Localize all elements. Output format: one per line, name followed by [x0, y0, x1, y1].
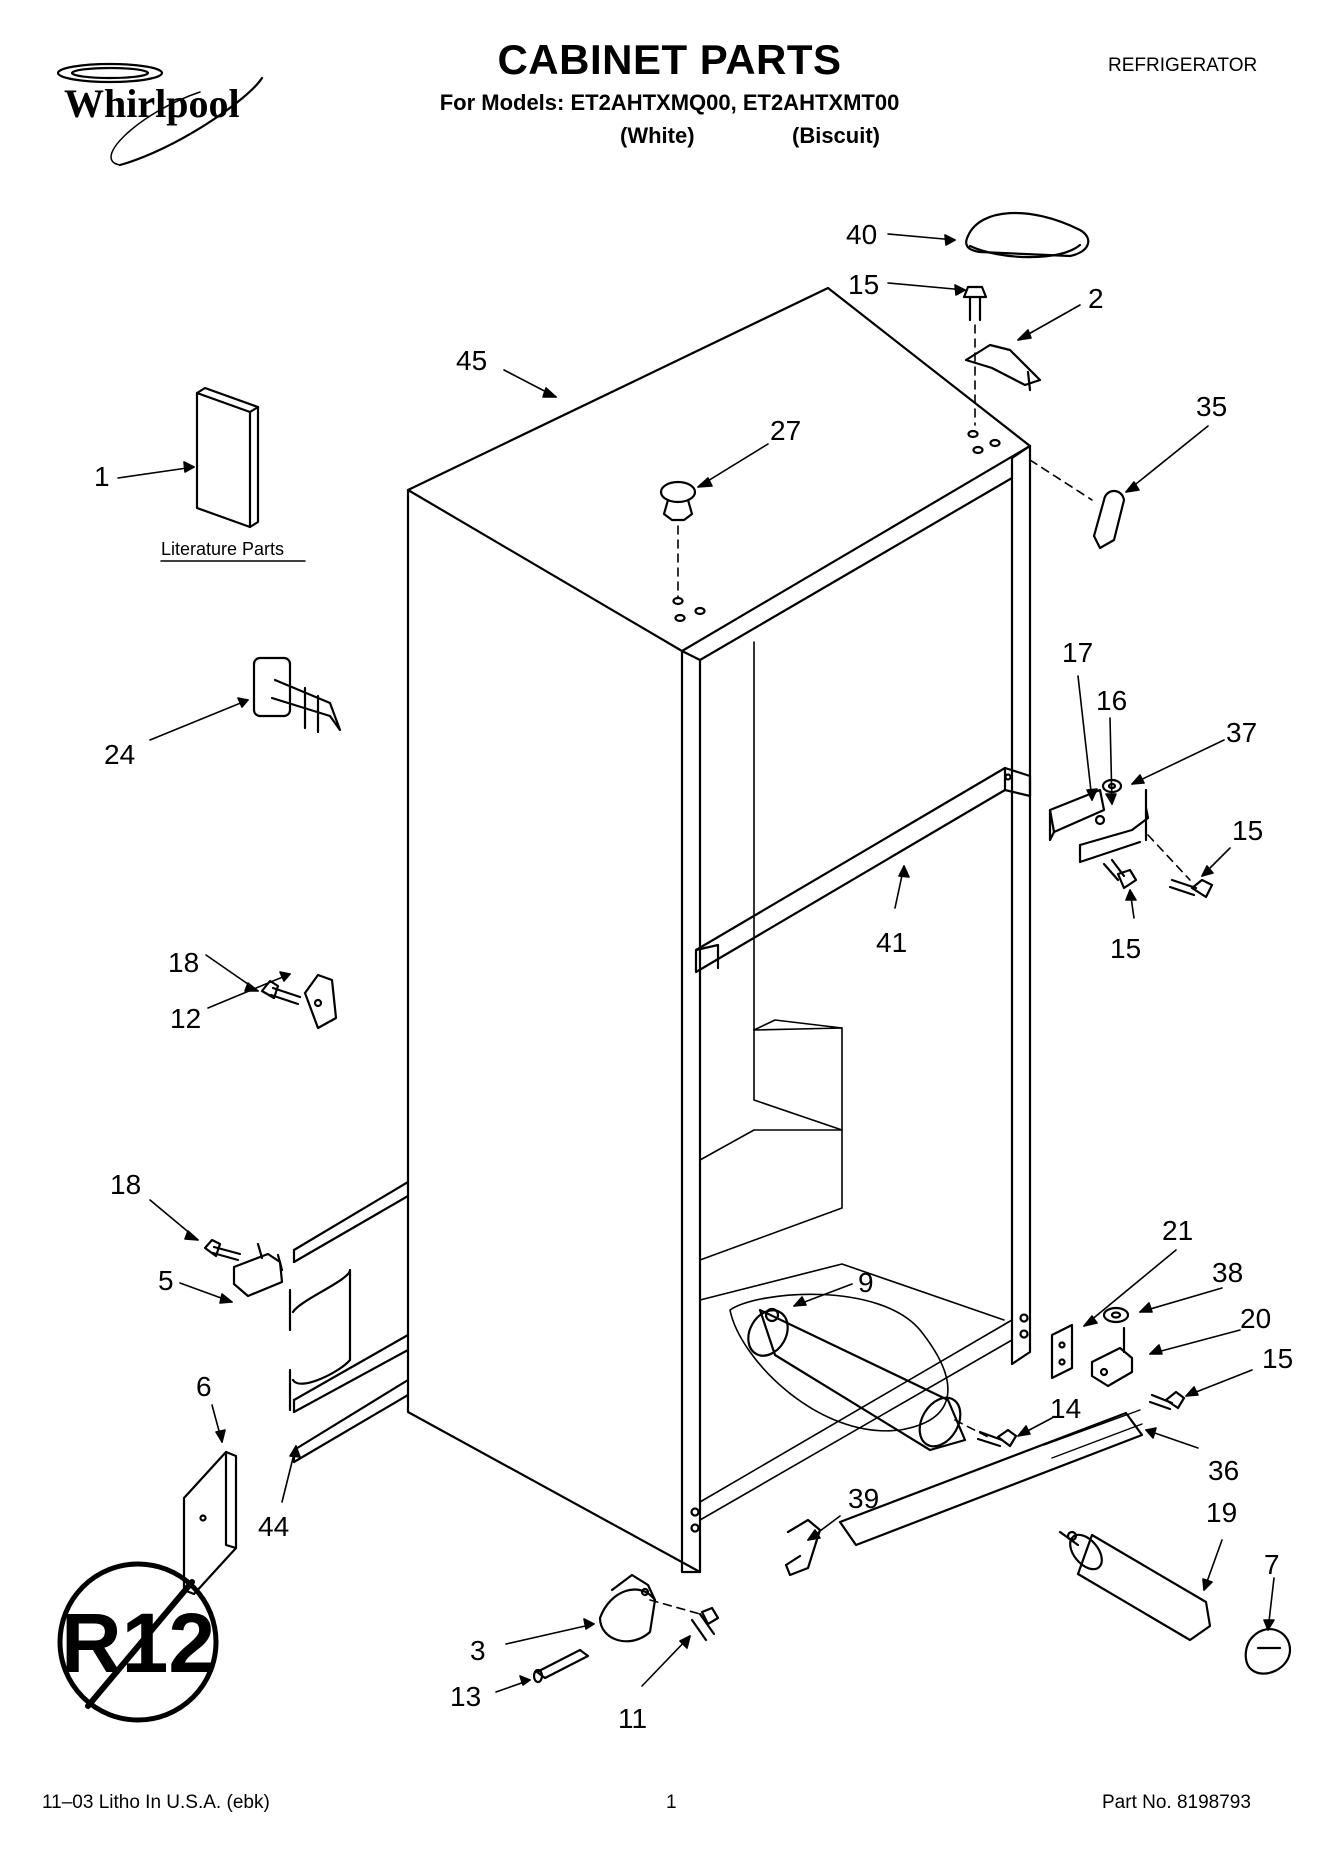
- part-16-center-hinge: [1078, 788, 1150, 864]
- callout-12: 12: [170, 1003, 201, 1034]
- part-18-screw-upper: [260, 979, 302, 1006]
- callout-37: 37: [1226, 717, 1257, 748]
- part-20-lower-hinge: [1090, 1326, 1134, 1388]
- part-41-crossbar: [694, 766, 1032, 974]
- part-12-hinge-bracket: [303, 973, 338, 1030]
- callout-45: 45: [456, 345, 487, 376]
- variant-biscuit-label: (Biscuit): [792, 123, 880, 148]
- part-39-clip: [784, 1518, 822, 1577]
- callout-2: 2: [1088, 283, 1104, 314]
- callout-20: 20: [1240, 1303, 1271, 1334]
- part-3-control-housing: [598, 1573, 657, 1643]
- footer-part-number: Part No. 8198793: [1102, 1792, 1251, 1813]
- callout-40: 40: [846, 219, 877, 250]
- callout-18: 18: [110, 1169, 141, 1200]
- footer-page-number: 1: [666, 1792, 677, 1813]
- part-15-screw-lower-hinge: [1148, 1390, 1186, 1411]
- variant-white-label: (White): [620, 123, 695, 148]
- callout-15: 15: [1232, 815, 1263, 846]
- part-35-cap: [1092, 489, 1126, 550]
- part-7-knob: [1244, 1628, 1292, 1675]
- part-36-tube: [838, 1409, 1144, 1547]
- callout-21: 21: [1162, 1215, 1193, 1246]
- part-15-screw-hinge-b: [1102, 858, 1138, 890]
- callout-13: 13: [450, 1681, 481, 1712]
- callout-38: 38: [1212, 1257, 1243, 1288]
- category-label: REFRIGERATOR: [1108, 55, 1258, 76]
- part-11-screw: [690, 1606, 720, 1642]
- cabinet-top: [406, 286, 1032, 653]
- callout-11: 11: [618, 1703, 647, 1734]
- callout-9: 9: [858, 1267, 874, 1298]
- part-15-screw-hinge-a: [1168, 878, 1214, 899]
- cabinet-left-side: [406, 488, 702, 1574]
- callout-7: 7: [1264, 1549, 1280, 1580]
- no-r12-badge-text: R12: [61, 1596, 215, 1690]
- part-2-top-bracket: [964, 343, 1042, 392]
- callout-14: 14: [1050, 1393, 1081, 1424]
- callout-3: 3: [470, 1635, 486, 1666]
- part-13-pin: [532, 1648, 590, 1684]
- part-6-cover-panel: [182, 1450, 238, 1596]
- callout-15: 15: [1262, 1343, 1293, 1374]
- callout-41: 41: [876, 927, 907, 958]
- brand-logo-swoosh: [56, 62, 264, 167]
- callout-6: 6: [196, 1371, 212, 1402]
- literature-parts-label: Literature Parts: [161, 539, 284, 559]
- page-title: CABINET PARTS: [497, 36, 842, 83]
- callout-5: 5: [158, 1265, 174, 1296]
- cabinet-right-flange: [1010, 444, 1032, 1366]
- no-r12-badge: [57, 1561, 219, 1723]
- callout-labels: 40 15 2 45 35 27 1 24 17 16 37 15 15 41 …: [94, 219, 1293, 1734]
- callout-1: 1: [94, 461, 110, 492]
- callout-44: 44: [258, 1511, 289, 1542]
- callout-35: 35: [1196, 391, 1227, 422]
- part-27-plug: [659, 480, 697, 522]
- part-38-washer-lower: [1102, 1306, 1130, 1324]
- callout-leaders: [117, 233, 1275, 1693]
- footer-litho: 11–03 Litho In U.S.A. (ebk): [42, 1792, 270, 1813]
- part-40-top-cap: [965, 212, 1090, 259]
- callout-27: 27: [770, 415, 801, 446]
- part-15-screw-top: [962, 285, 988, 322]
- brand-logo: Whirlpool: [64, 81, 240, 126]
- callout-15: 15: [1110, 933, 1141, 964]
- part-17-shim: [1048, 788, 1106, 842]
- part-5-hinge-bracket: [232, 1242, 284, 1298]
- callout-15: 15: [848, 269, 879, 300]
- part-21-shim-lower: [1050, 1323, 1074, 1380]
- refrigerator-cabinet: [406, 286, 1032, 1574]
- part-14-screw: [976, 1428, 1018, 1448]
- callout-18: 18: [168, 947, 199, 978]
- callout-17: 17: [1062, 637, 1093, 668]
- models-line: For Models: ET2AHTXMQ00, ET2AHTXMT00: [439, 90, 900, 115]
- callout-36: 36: [1208, 1455, 1239, 1486]
- part-24-hinge-pin: [252, 656, 342, 734]
- callout-19: 19: [1206, 1497, 1237, 1528]
- part-19-water-filter: [1058, 1530, 1212, 1642]
- callout-24: 24: [104, 739, 135, 770]
- callout-16: 16: [1096, 685, 1127, 716]
- part-1-literature: [195, 386, 260, 529]
- part-18-screw-lower: [203, 1238, 242, 1262]
- part-44-handle-strip: [288, 1180, 410, 1464]
- part-9-drain-tube: [747, 1307, 967, 1452]
- callout-39: 39: [848, 1483, 879, 1514]
